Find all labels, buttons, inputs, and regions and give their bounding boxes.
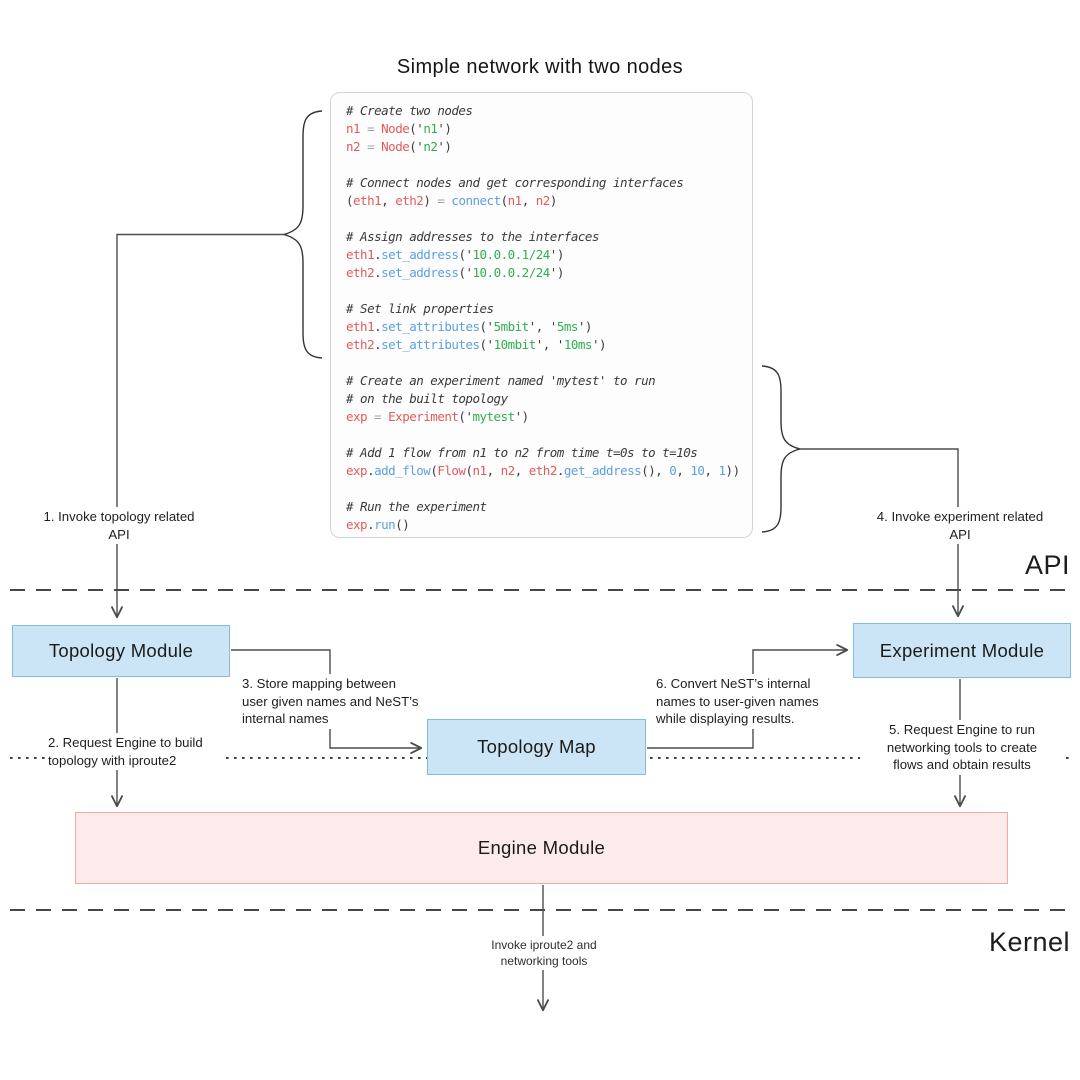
code-line: n2 = Node('n2') bbox=[346, 139, 452, 154]
code-line: # Connect nodes and get corresponding in… bbox=[346, 175, 684, 190]
diagram-title: Simple network with two nodes bbox=[396, 56, 684, 78]
code-line: exp.add_flow(Flow(n1, n2, eth2.get_addre… bbox=[346, 463, 740, 478]
topology-map-box: Topology Map bbox=[427, 719, 646, 775]
code-line: eth1.set_attributes('5mbit', '5ms') bbox=[346, 319, 592, 334]
code-line: # Run the experiment bbox=[346, 499, 487, 514]
code-line: eth1.set_address('10.0.0.1/24') bbox=[346, 247, 564, 262]
left-brace bbox=[281, 110, 323, 359]
kernel-invoke-label: Invoke iproute2 and networking tools bbox=[452, 936, 636, 971]
code-line bbox=[346, 210, 752, 228]
code-line bbox=[346, 480, 752, 498]
kernel-zone-label: Kernel bbox=[988, 927, 1070, 957]
code-line bbox=[346, 282, 752, 300]
step3-label: 3. Store mapping between user given name… bbox=[240, 674, 458, 730]
step1-label: 1. Invoke topology related API bbox=[15, 507, 223, 545]
step5-label: 5. Request Engine to run networking tool… bbox=[860, 720, 1064, 776]
arrow-step1 bbox=[111, 233, 284, 619]
right-brace bbox=[761, 365, 801, 533]
code-line: # Create an experiment named 'mytest' to… bbox=[346, 373, 656, 388]
code-line bbox=[346, 354, 752, 372]
step2-label: 2. Request Engine to build topology with… bbox=[46, 733, 222, 771]
code-line bbox=[346, 156, 752, 174]
topology-map-label: Topology Map bbox=[477, 736, 596, 757]
code-line: eth2.set_attributes('10mbit', '10ms') bbox=[346, 337, 607, 352]
code-line: (eth1, eth2) = connect(n1, n2) bbox=[346, 193, 557, 208]
code-line: eth2.set_address('10.0.0.2/24') bbox=[346, 265, 564, 280]
api-zone-label: API bbox=[1024, 550, 1070, 580]
code-line: n1 = Node('n1') bbox=[346, 121, 452, 136]
engine-module-box: Engine Module bbox=[75, 812, 1008, 884]
code-line bbox=[346, 426, 752, 444]
code-line: # Create two nodes bbox=[346, 103, 473, 118]
experiment-module-box: Experiment Module bbox=[853, 623, 1071, 678]
engine-module-label: Engine Module bbox=[477, 837, 606, 858]
step4-label: 4. Invoke experiment related API bbox=[856, 507, 1064, 545]
experiment-module-label: Experiment Module bbox=[879, 639, 1045, 661]
topology-module-box: Topology Module bbox=[12, 625, 230, 677]
topology-module-label: Topology Module bbox=[48, 640, 194, 661]
code-line: # on the built topology bbox=[346, 391, 508, 406]
code-block: # Create two nodes n1 = Node('n1') n2 = No… bbox=[330, 92, 753, 538]
code-line: exp.run() bbox=[346, 517, 410, 532]
arrow-step4 bbox=[800, 448, 964, 618]
code-line: # Assign addresses to the interfaces bbox=[346, 229, 599, 244]
code-line: # Set link properties bbox=[346, 301, 494, 316]
step6-label: 6. Convert NeST’s internal names to user… bbox=[654, 674, 868, 730]
code-line: # Add 1 flow from n1 to n2 from time t=0… bbox=[346, 445, 698, 460]
code-line: exp = Experiment('mytest') bbox=[346, 409, 529, 424]
